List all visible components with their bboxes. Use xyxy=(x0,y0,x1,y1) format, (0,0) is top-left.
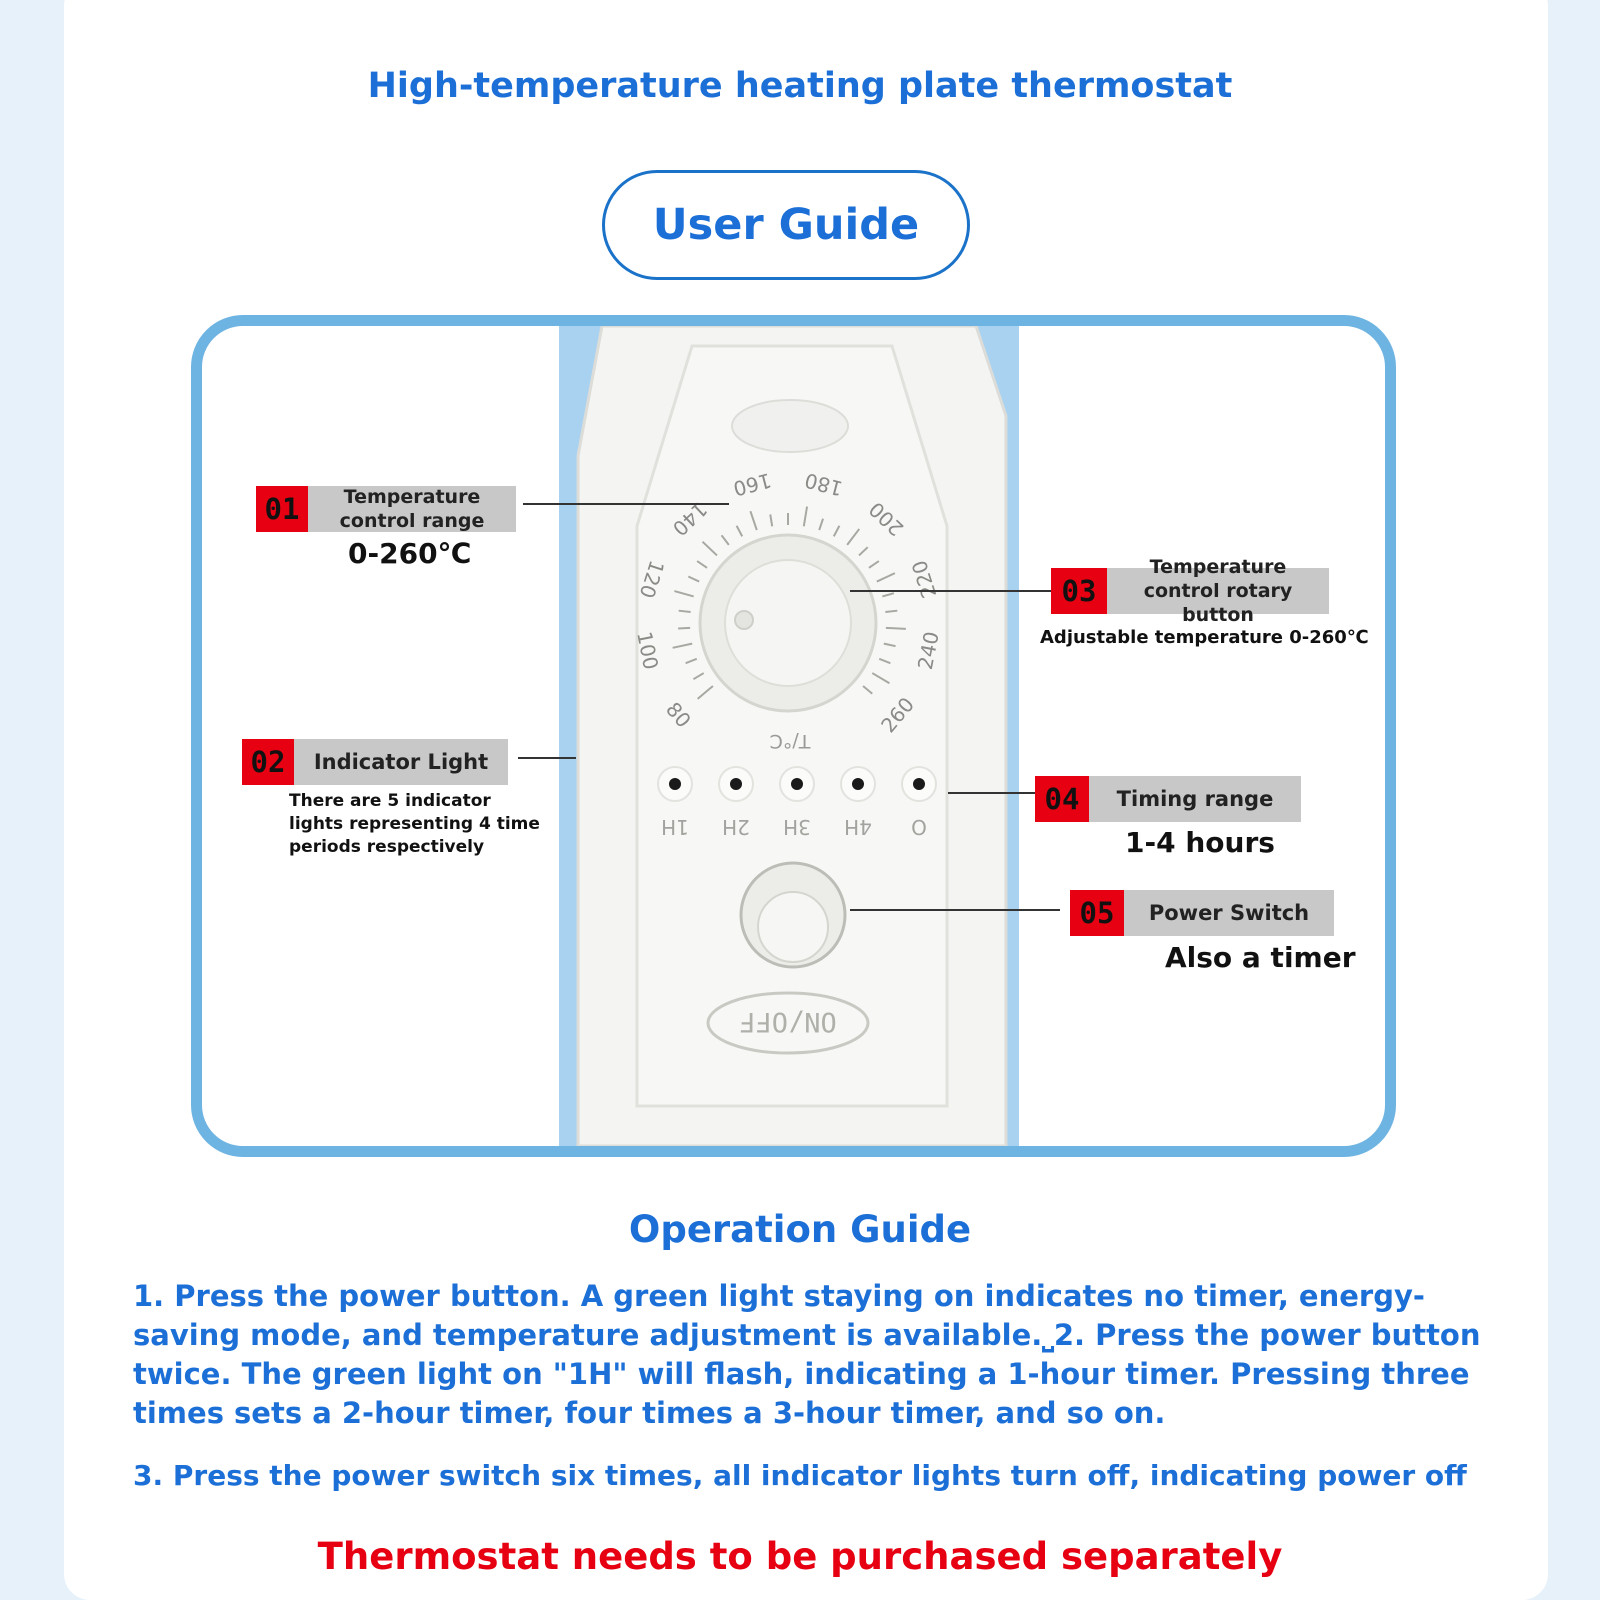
callout-03-tag: 03 Temperature control rotary button xyxy=(1051,556,1329,626)
indicator-light-label: O xyxy=(911,815,927,839)
dial-tick xyxy=(882,592,895,598)
device-inner-plate xyxy=(635,344,949,1108)
dial-tick xyxy=(871,672,890,685)
callout-02-label: Indicator Light xyxy=(294,739,508,785)
dial-tick xyxy=(692,672,705,681)
dial-tick xyxy=(862,685,873,695)
indicator-light-label: 3H xyxy=(783,815,811,839)
dial-tick xyxy=(749,510,758,531)
operation-step-1-2: 1. Press the power button. A green light… xyxy=(133,1279,1481,1430)
operation-step-3: 3. Press the power switch six times, all… xyxy=(133,1459,1467,1492)
on-off-label: ON/OFF xyxy=(739,1006,837,1037)
callout-04-leader xyxy=(948,792,1035,794)
indicator-lights: 1H 2H 3H 4H O xyxy=(657,766,937,839)
callout-03-number: 03 xyxy=(1051,568,1107,614)
callout-02-leader xyxy=(518,757,576,759)
device-logo-plate xyxy=(731,399,849,453)
dial-tick xyxy=(769,514,774,527)
indicator-light xyxy=(913,778,925,790)
page-title: High-temperature heating plate thermosta… xyxy=(367,66,1233,106)
power-switch-button xyxy=(757,891,829,963)
callout-04-number: 04 xyxy=(1035,776,1089,822)
indicator-light xyxy=(852,778,864,790)
dial-unit-label: T/°C xyxy=(770,730,812,752)
callout-01-number: 01 xyxy=(256,486,308,532)
dial-tick-marks xyxy=(672,506,906,700)
temperature-knob-pointer xyxy=(734,610,754,630)
dial-tick xyxy=(858,546,869,557)
callout-01-leader xyxy=(523,503,729,505)
temperature-knob xyxy=(724,559,852,687)
operation-guide-title: Operation Guide xyxy=(628,1208,972,1251)
callout-05-number: 05 xyxy=(1070,890,1124,936)
dial-tick xyxy=(885,609,898,614)
dial-tick xyxy=(868,560,880,569)
callout-05-leader xyxy=(850,909,1060,911)
dial-tick xyxy=(885,626,906,630)
dial-tick xyxy=(878,657,891,665)
indicator-light xyxy=(669,778,681,790)
user-guide-badge: User Guide xyxy=(602,170,970,280)
indicator-light-label: 2H xyxy=(722,815,750,839)
dial-tick xyxy=(883,642,896,648)
callout-01-tag: 01 Temperature control range xyxy=(256,486,516,532)
dial-tick xyxy=(720,534,730,546)
on-off-plate xyxy=(706,991,870,1055)
dial-tick xyxy=(678,626,691,630)
callout-01-label: Temperature control range xyxy=(308,486,516,532)
dial-tick xyxy=(735,525,744,537)
callout-02-value: There are 5 indicator lights representin… xyxy=(289,791,540,857)
dial-tick xyxy=(802,506,809,527)
dial-tick xyxy=(678,609,691,614)
indicator-light xyxy=(791,778,803,790)
dial-tick xyxy=(674,590,694,598)
dial-tick xyxy=(876,572,896,583)
callout-04-tag: 04 Timing range xyxy=(1035,776,1301,822)
dial-tick xyxy=(818,518,824,531)
dial-tick xyxy=(696,685,714,700)
dial-tick xyxy=(672,642,693,649)
callout-04-value: 1-4 hours xyxy=(1125,826,1275,859)
dial-tick xyxy=(685,657,698,665)
indicator-light xyxy=(730,778,742,790)
callout-03-label: Temperature control rotary button xyxy=(1107,556,1329,626)
dial-tick xyxy=(696,560,708,569)
dial-tick xyxy=(832,525,841,537)
callout-05-label: Power Switch xyxy=(1124,890,1334,936)
callout-03-value: Adjustable temperature 0-260℃ xyxy=(1040,627,1369,648)
callout-01-value: 0-260℃ xyxy=(348,537,472,570)
callout-05-value: Also a timer xyxy=(1165,941,1356,974)
dial-tick xyxy=(701,540,718,557)
dial-tick xyxy=(846,528,861,546)
indicator-light-label: 4H xyxy=(844,815,872,839)
callout-05-tag: 05 Power Switch xyxy=(1070,890,1334,936)
callout-03-leader xyxy=(850,590,1051,592)
callout-02-tag: 02 Indicator Light xyxy=(242,739,508,785)
dial-tick xyxy=(687,575,700,583)
callout-04-label: Timing range xyxy=(1089,776,1301,822)
purchase-note: Thermostat needs to be purchased separat… xyxy=(317,1535,1283,1578)
indicator-light-label: 1H xyxy=(661,815,689,839)
callout-02-number: 02 xyxy=(242,739,294,785)
